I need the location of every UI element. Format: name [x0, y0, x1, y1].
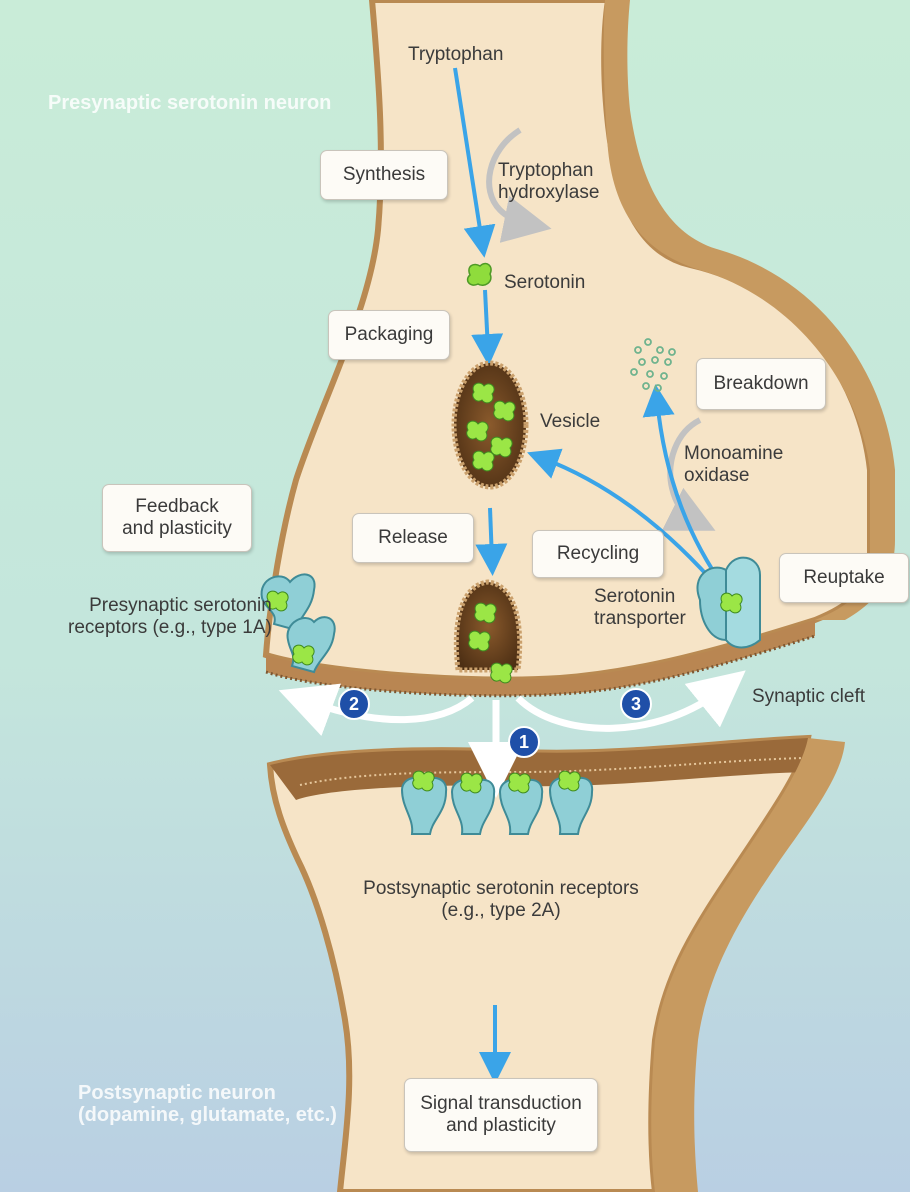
pathway-3-badge: 3 — [620, 688, 652, 720]
mao-label: Monoamine oxidase — [684, 443, 783, 487]
pathway-1-number: 1 — [519, 732, 529, 753]
serotonin-molecule — [468, 264, 492, 286]
presynaptic-region-label: Presynaptic serotonin neuron — [48, 92, 331, 114]
synthesis-box: Synthesis — [320, 150, 448, 200]
breakdown-box: Breakdown — [696, 358, 826, 410]
pathway-2-badge: 2 — [338, 688, 370, 720]
feedback-box: Feedback and plasticity — [102, 484, 252, 552]
postsynaptic-region-label: Postsynaptic neuron (dopamine, glutamate… — [78, 1082, 337, 1126]
postsynaptic-receptors-label: Postsynaptic serotonin receptors (e.g., … — [356, 878, 646, 922]
serotonin-label: Serotonin — [504, 272, 585, 294]
vesicle-label: Vesicle — [540, 411, 600, 433]
reuptake-box: Reuptake — [779, 553, 909, 603]
vesicle — [454, 363, 526, 487]
pathway-1-badge: 1 — [508, 726, 540, 758]
synaptic-cleft-label: Synaptic cleft — [752, 686, 865, 708]
packaging-box: Packaging — [328, 310, 450, 360]
release-box: Release — [352, 513, 474, 563]
hydroxylase-label: Tryptophan hydroxylase — [498, 160, 599, 204]
vesicle-release-arrow — [490, 508, 492, 560]
presynaptic-receptors-label: Presynaptic serotonin receptors (e.g., t… — [68, 595, 272, 639]
transporter-label: Serotonin transporter — [594, 586, 686, 630]
signal-transduction-box: Signal transduction and plasticity — [404, 1078, 598, 1152]
pathway-3-number: 3 — [631, 694, 641, 715]
tryptophan-label: Tryptophan — [408, 44, 503, 66]
pathway-2-number: 2 — [349, 694, 359, 715]
recycling-box: Recycling — [532, 530, 664, 578]
